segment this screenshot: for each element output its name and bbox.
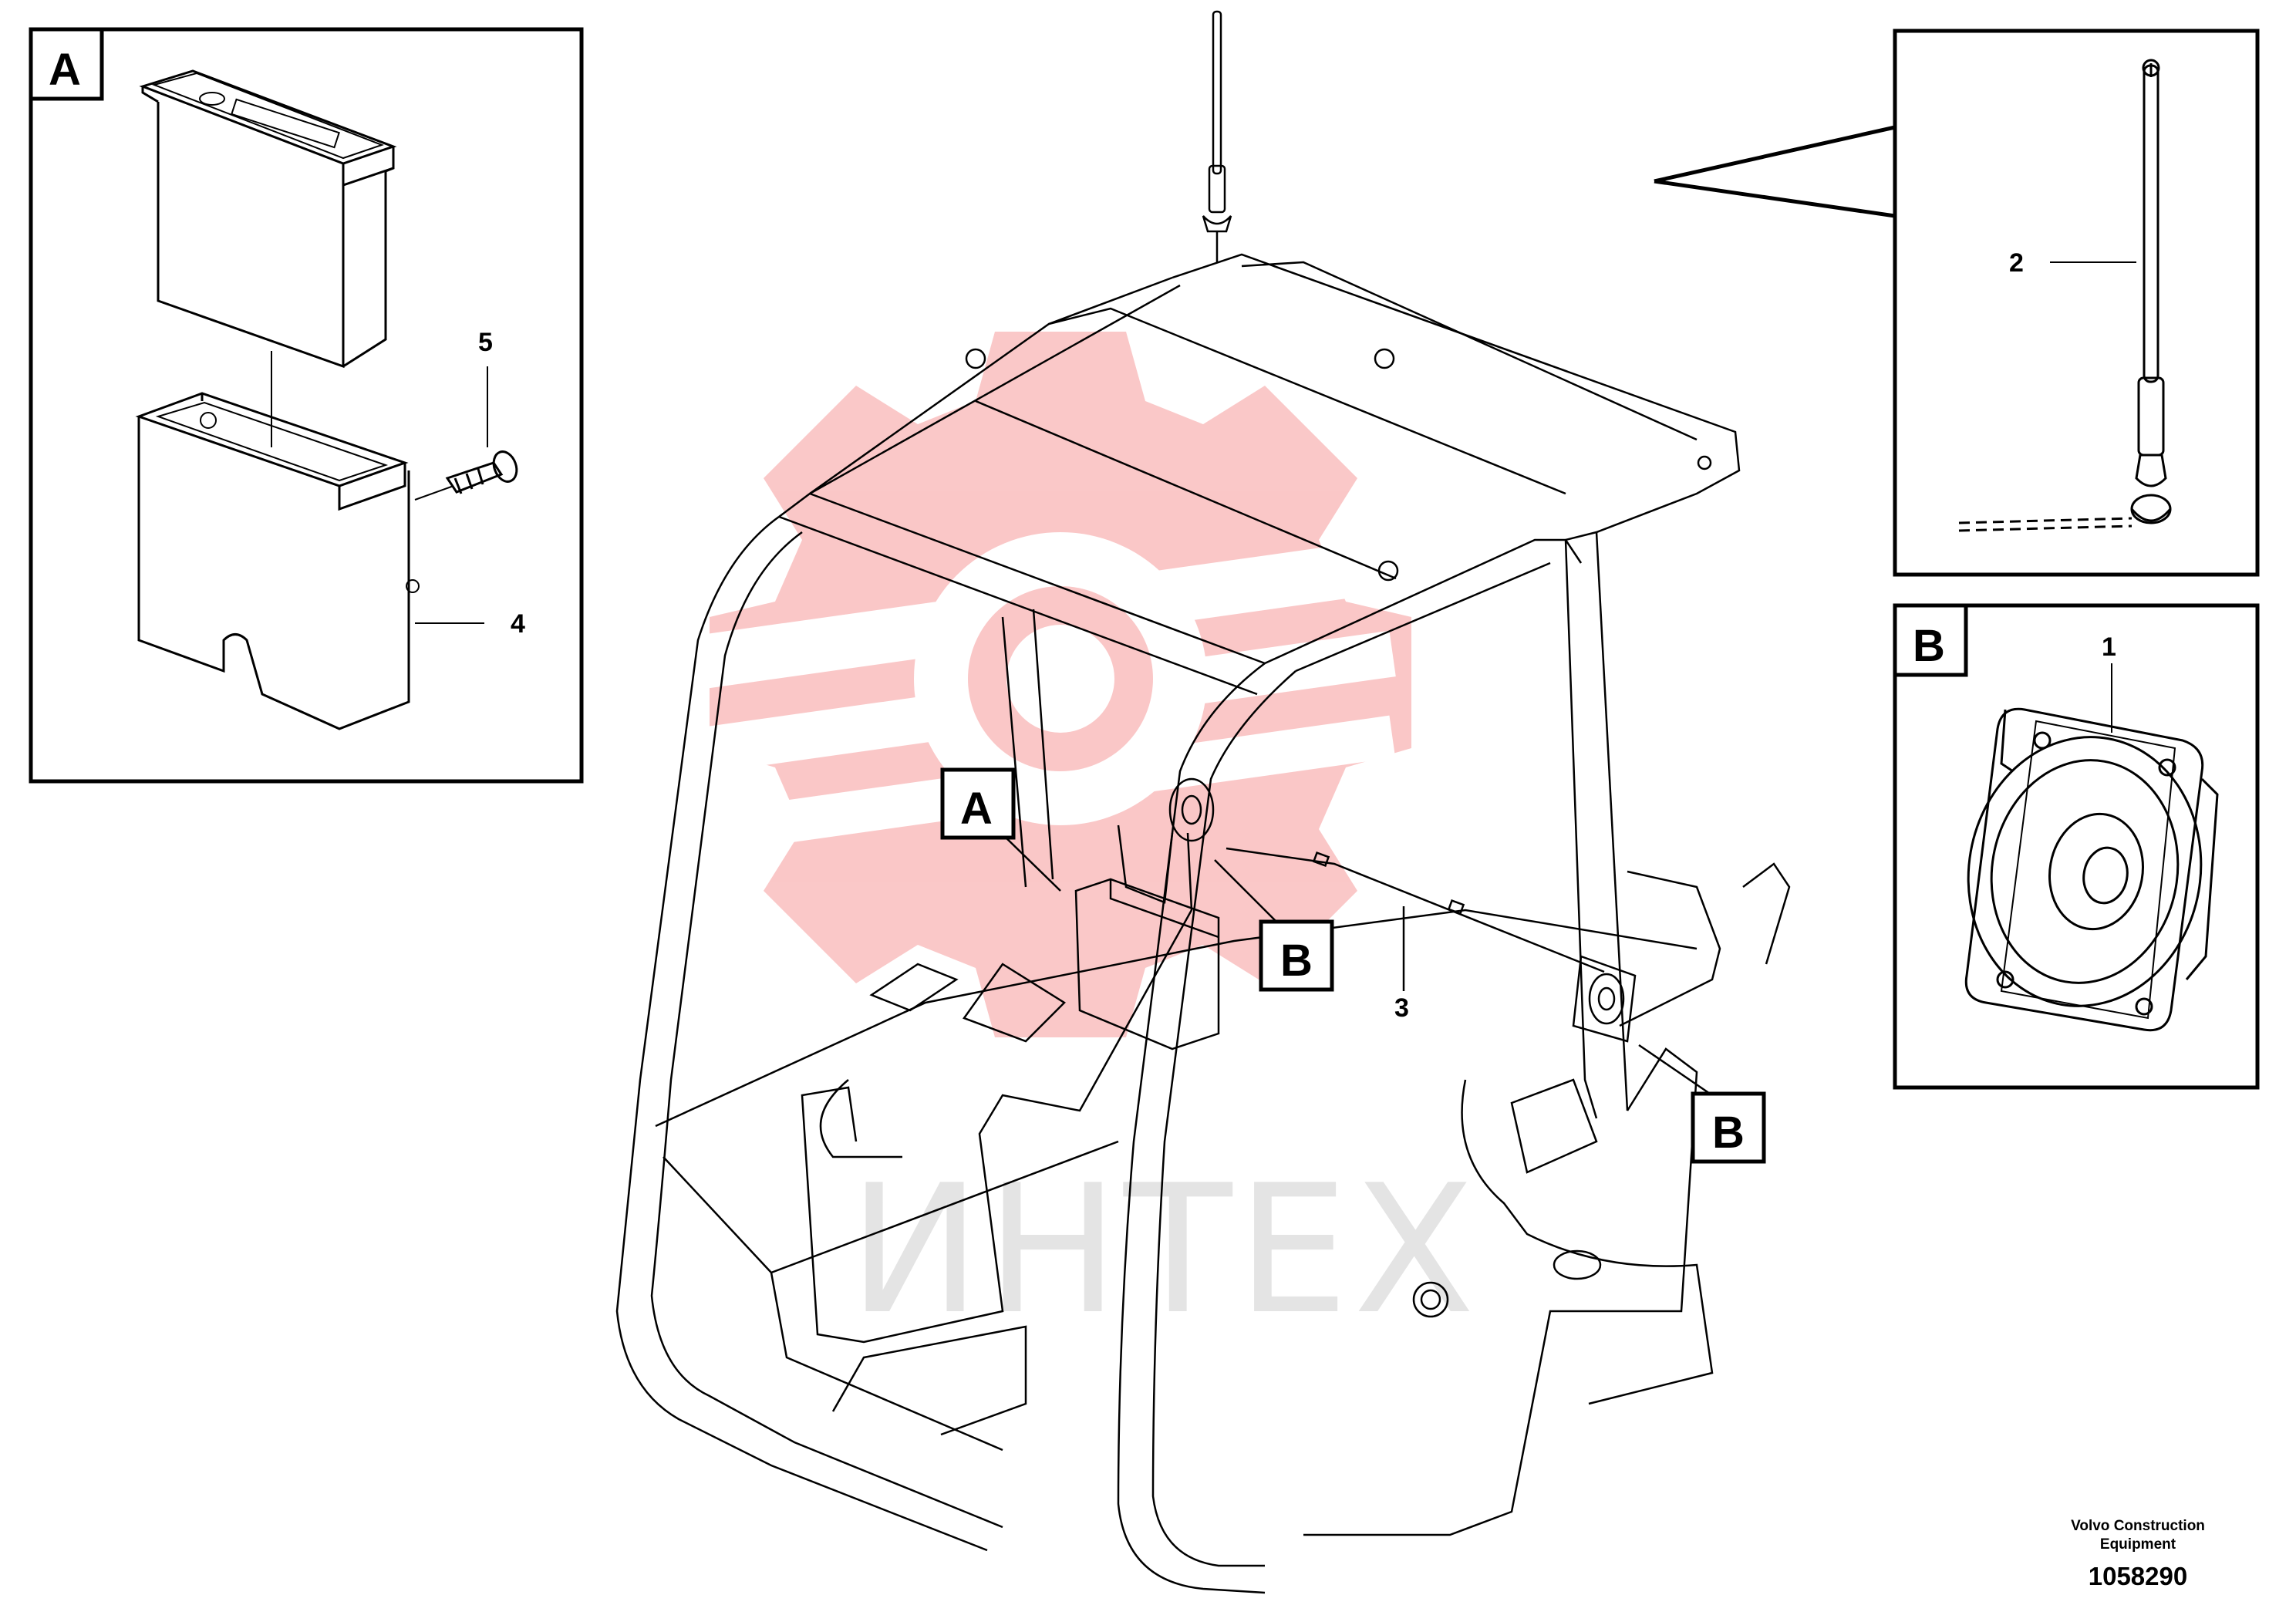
- footer-brand-line1: Volvo Construction: [2071, 1518, 2205, 1534]
- footer: Volvo Construction Equipment 1058290: [2038, 1517, 2238, 1591]
- mounting-bracket: [135, 392, 420, 730]
- watermark-text: ИНТЕХ: [848, 1148, 1479, 1354]
- cab-speaker-left: [1168, 777, 1215, 842]
- footer-brand-line2: Equipment: [2099, 1536, 2176, 1553]
- cab-speaker: [1572, 955, 1637, 1043]
- drawing-number: 1058290: [2088, 1562, 2188, 1590]
- speaker: [1964, 707, 2219, 1032]
- box-b-letter: B: [1913, 621, 1945, 671]
- screw: [445, 450, 518, 494]
- cab-frame: [615, 10, 1791, 1594]
- part-number-3: 3: [1394, 993, 1409, 1023]
- callout-b-right-letter: B: [1712, 1108, 1745, 1158]
- detail-box-antenna: [1654, 29, 2260, 577]
- cab-radio: [1074, 824, 1220, 1050]
- part-number-2: 2: [2009, 248, 2024, 278]
- callout-a-letter: A: [960, 784, 993, 834]
- antenna: [1958, 59, 2172, 532]
- part-number-5: 5: [478, 328, 493, 357]
- radio-unit: [139, 69, 397, 369]
- callout-a-box: [940, 767, 1016, 840]
- detail-box-b: [1893, 603, 2260, 1090]
- callout-b-mid-box: [1259, 919, 1334, 992]
- part-number-4: 4: [511, 609, 525, 639]
- box-a-letter: A: [49, 45, 81, 95]
- callout-b-mid-letter: B: [1280, 936, 1313, 986]
- callout-b-right-box: [1691, 1091, 1766, 1164]
- part-number-1: 1: [2102, 632, 2116, 662]
- detail-box-a: [29, 27, 584, 784]
- roof-antenna: [1202, 10, 1232, 262]
- callout-lines: [1000, 832, 1713, 1097]
- gear-logo-watermark-icon: [700, 332, 1411, 1037]
